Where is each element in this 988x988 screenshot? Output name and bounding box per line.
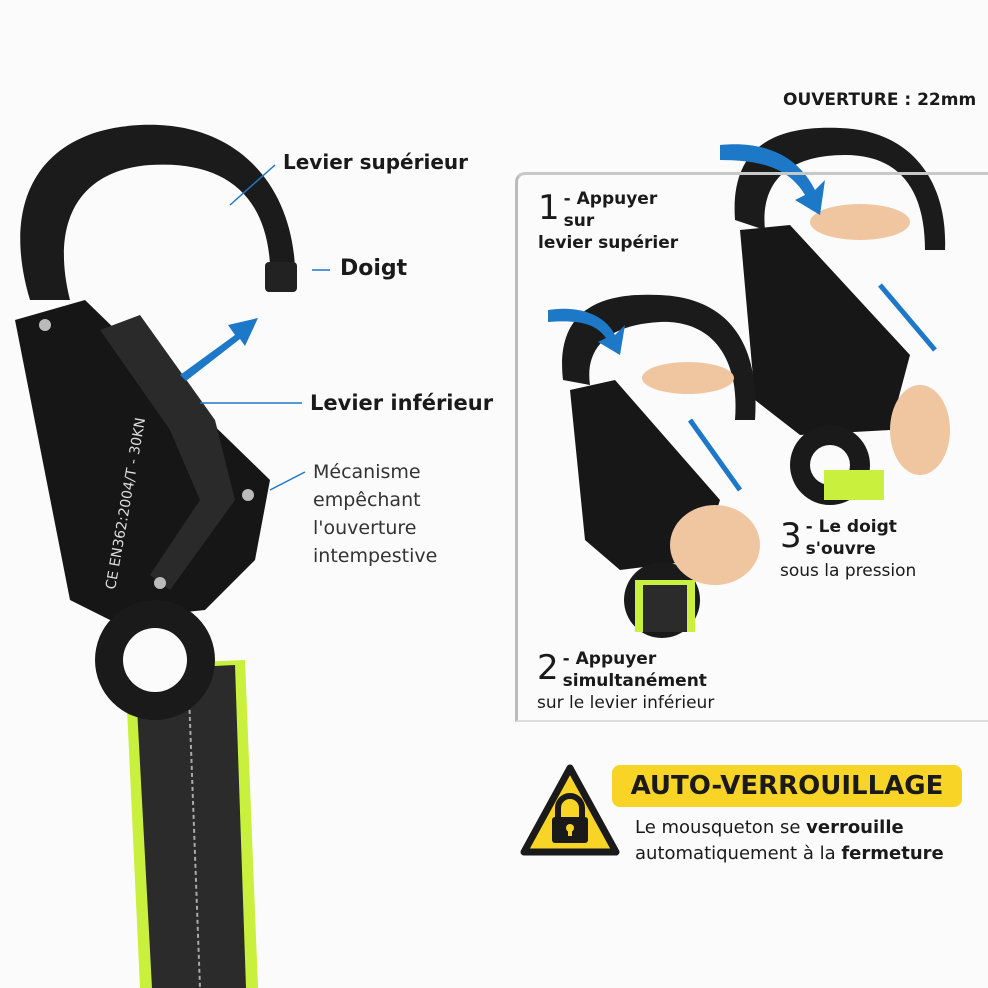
step-title: - Appuyer simultanément — [562, 649, 707, 691]
leader-lines — [200, 164, 330, 491]
label-upper-lever: Levier supérieur — [283, 150, 468, 174]
desc-text: Le mousqueton se — [635, 817, 807, 838]
webbing — [125, 660, 258, 988]
main-carabiner — [15, 124, 297, 720]
steps-panel — [515, 172, 988, 722]
step-title: - Le doigt s'ouvre — [805, 517, 897, 559]
label-mechanism: Mécanisme empêchant l'ouverture intempes… — [313, 458, 437, 570]
mechanism-line: l'ouverture — [313, 517, 417, 539]
desc-bold: verrouille — [806, 817, 904, 838]
auto-lock-description: Le mousqueton se verrouille automatiquem… — [635, 815, 944, 867]
mechanism-line: Mécanisme — [313, 461, 421, 483]
desc-text: automatiquement à la — [635, 843, 842, 864]
auto-lock-badge: AUTO-VERROUILLAGE — [612, 765, 962, 807]
step-carabiner-upper — [720, 127, 950, 505]
step-subtitle: levier supérier — [538, 233, 679, 253]
desc-bold: fermeture — [841, 843, 944, 864]
step-2: 2 - Appuyer simultanément sur le levier … — [537, 648, 781, 714]
step-carabiner-lower — [548, 294, 760, 638]
label-lower-lever: Levier inférieur — [310, 391, 494, 415]
step-3: 3 - Le doigt s'ouvre sous la pression — [780, 516, 947, 582]
step-number: 1 — [538, 188, 560, 228]
mechanism-line: intempestive — [313, 545, 438, 567]
step-number: 3 — [780, 516, 802, 556]
padlock-warning-icon — [520, 764, 620, 856]
mechanism-line: empêchant — [313, 489, 421, 511]
step-number: 2 — [537, 648, 559, 688]
opening-spec: OUVERTURE : 22mm — [783, 90, 977, 110]
open-arrow-icon — [180, 318, 258, 381]
step-title: - Appuyer sur — [563, 189, 658, 231]
step-subtitle: sous la pression — [780, 561, 917, 581]
label-gate: Doigt — [340, 256, 408, 281]
step-subtitle: sur le levier inférieur — [537, 693, 715, 713]
step-1: 1 - Appuyer sur levier supérier — [538, 188, 678, 254]
